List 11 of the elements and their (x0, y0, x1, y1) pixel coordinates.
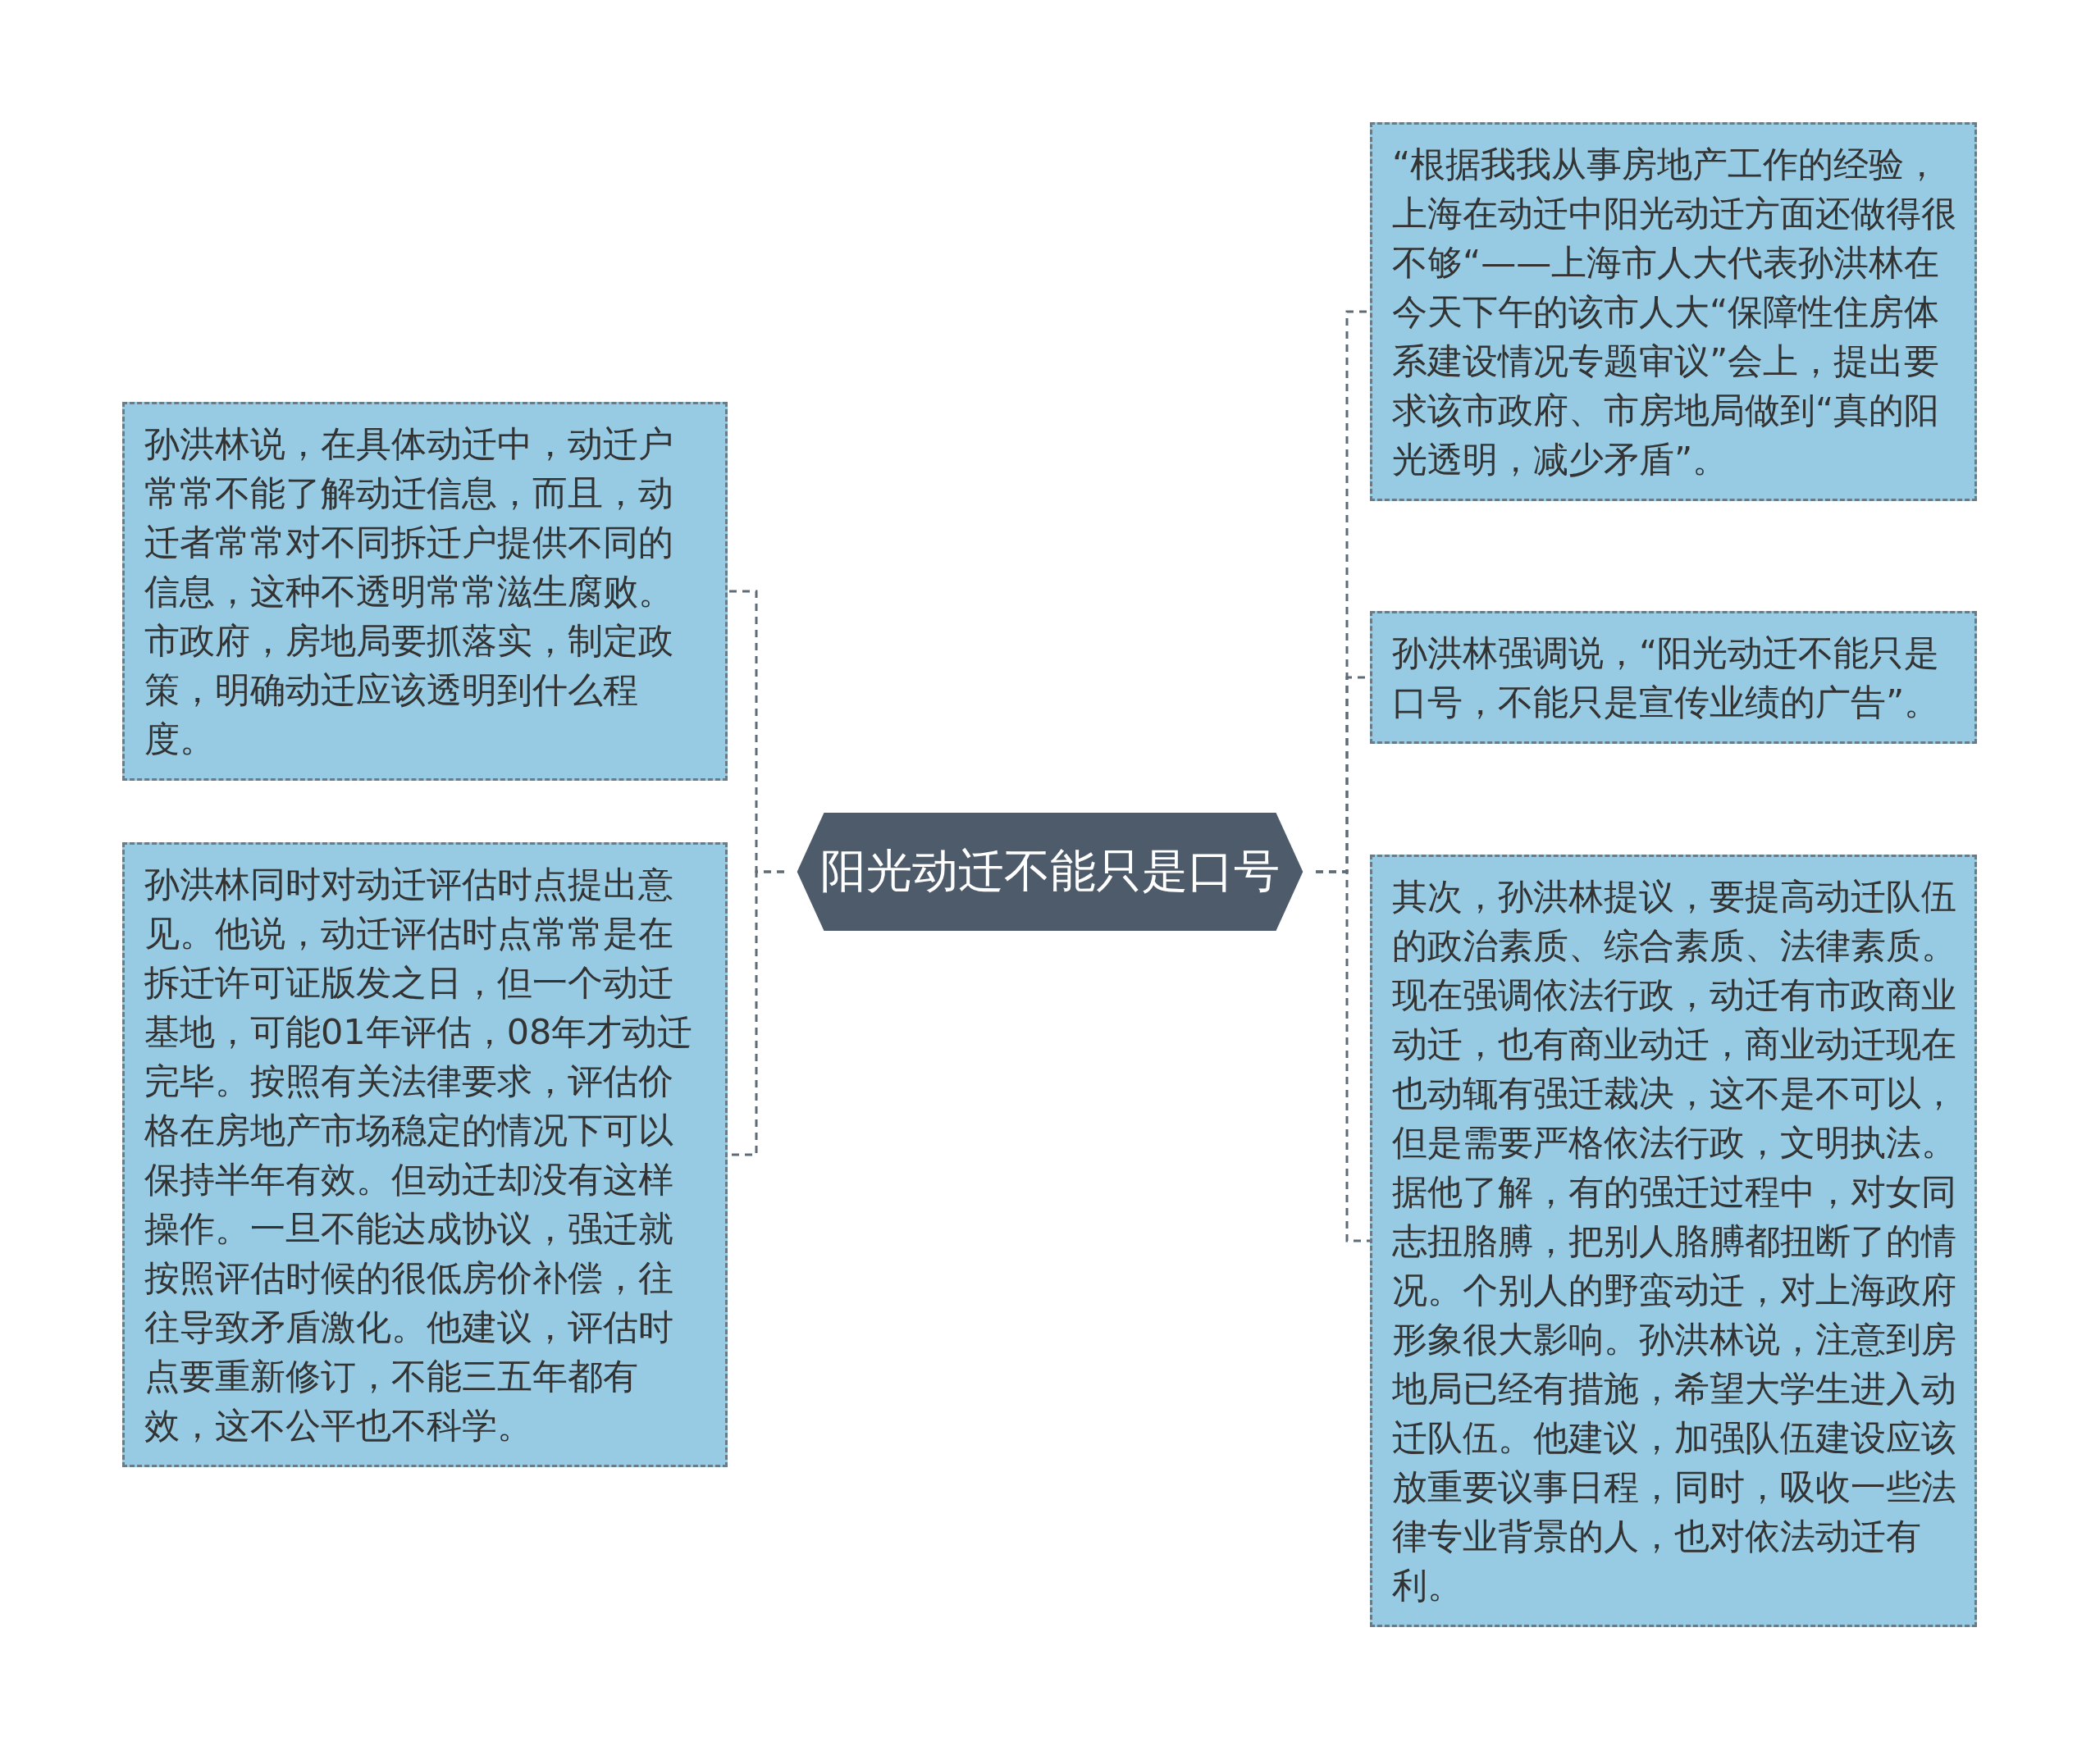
paragraph-text: 孙洪林强调说，“阳光动迁不能只是口号，不能只是宣传业绩的广告”。 (1392, 631, 1941, 724)
text-card (122, 842, 728, 1467)
connector-line (1316, 870, 1370, 1242)
text-card (1370, 122, 1977, 501)
topic-title: 阳光动迁不能只是口号 (820, 843, 1280, 899)
paragraph-text: 其次，孙洪林提议，要提高动迁队伍的政治素质、综合素质、法律素质。现在强调依法行政，动迁有市政商业动迁，也有商业动迁，商业动迁现在也动辄有强迁裁决，这不是不可以，但是需要严格依法行政，文明执法。据他了解，有的强迁过程中，对女同志扭胳膊，把别人胳膊都扭断了的情况。个别人的野蛮动迁，对上海政府形象很大影响。孙洪林说，注意到房地局已经有措施，希望大学生进入动迁队伍。他建议，加强队伍建设应该放重要议事日程，同时，吸收一些法律专业背景的人，也对依法动迁有利。 (1392, 875, 1956, 1607)
paragraph-text: 孙洪林说，在具体动迁中，动迁户常常不能了解动迁信息，而且，动迁者常常对不同拆迁户提供不同的信息，这种不透明常常滋生腐败。市政府，房地局要抓落实，制定政策，明确动迁应该透明到什么程度。 (144, 422, 674, 761)
text-card (122, 402, 728, 781)
paragraph-text: “根据我我从事房地产工作的经验，上海在动迁中阳光动迁方面还做得很不够“——上海市人大代表孙洪林在今天下午的该市人大“保障性住房体系建设情况专题审议”会上，提出要求该市政府、市房地局做到“真的阳光透明，减少矛盾”。 (1392, 143, 1956, 481)
text-card (1370, 611, 1977, 744)
paragraph-text: 孙洪林同时对动迁评估时点提出意见。他说，动迁评估时点常常是在拆迁许可证版发之日，但一个动迁基地，可能01年评估，08年才动迁完毕。按照有关法律要求，评估价格在房地产市场稳定的情况下可以保持半年有效。但动迁却没有这样操作。一旦不能达成协议，强迁就按照评估时候的很低房价补偿，往往导致矛盾激化。他建议，评估时点要重新修订，不能三五年都有效，这不公平也不科学。 (144, 863, 694, 1447)
